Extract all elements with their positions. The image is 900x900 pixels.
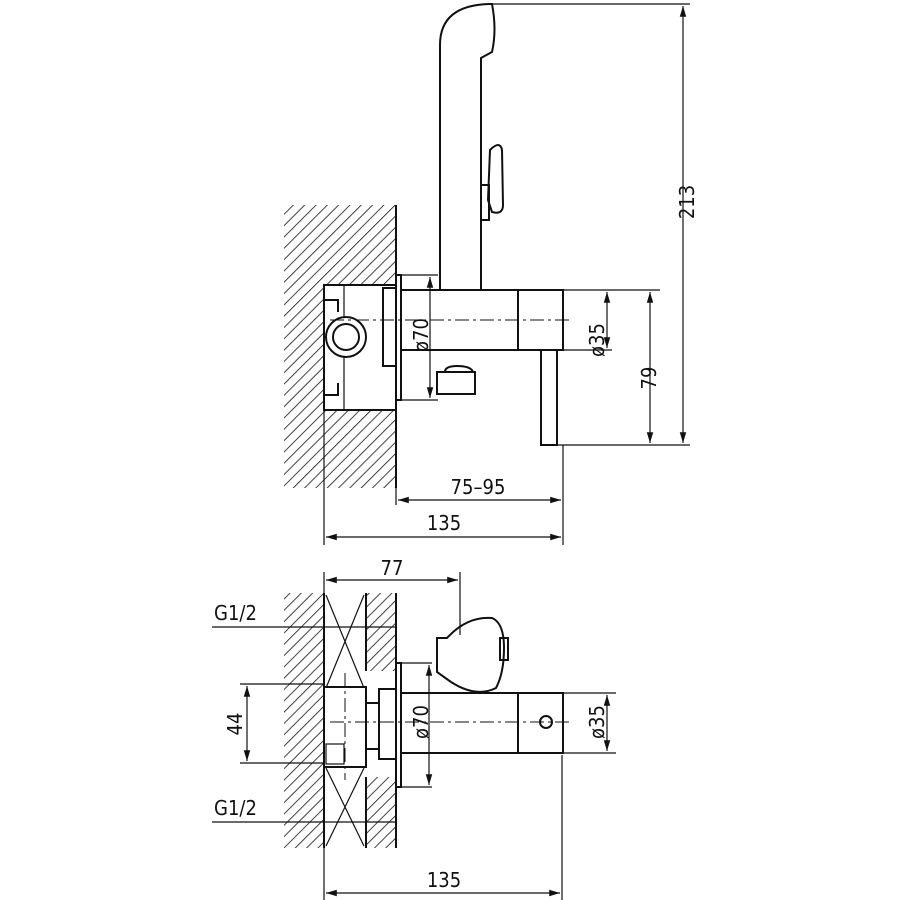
inlet-connector <box>325 316 367 358</box>
side-view: 213 79 ø35 ø70 75–95 135 <box>284 3 699 545</box>
inlet-cross <box>325 594 365 847</box>
dim-44: 44 <box>223 713 247 736</box>
dim-135: 135 <box>427 511 461 535</box>
dim-d70: ø70 <box>409 705 433 739</box>
top-view: 77 G1/2 G1/2 44 ø70 ø35 135 <box>212 556 616 900</box>
valve-knob <box>436 364 476 395</box>
dim-77: 77 <box>381 556 404 580</box>
thread-label-top: G1/2 <box>214 601 257 625</box>
hand-shower <box>439 3 496 299</box>
valve-knob <box>436 616 506 693</box>
dim-79: 79 <box>637 367 661 390</box>
wall-hatch-left <box>284 593 324 848</box>
thread-label-bottom: G1/2 <box>214 796 257 820</box>
dim-135: 135 <box>427 868 461 892</box>
dim-d35: ø35 <box>585 705 609 739</box>
shower-trigger <box>486 144 505 214</box>
dim-213: 213 <box>675 185 699 219</box>
lever-handle <box>540 349 558 446</box>
dim-d35: ø35 <box>585 323 609 357</box>
dim-75-95: 75–95 <box>451 475 506 499</box>
dim-d70: ø70 <box>409 318 433 352</box>
